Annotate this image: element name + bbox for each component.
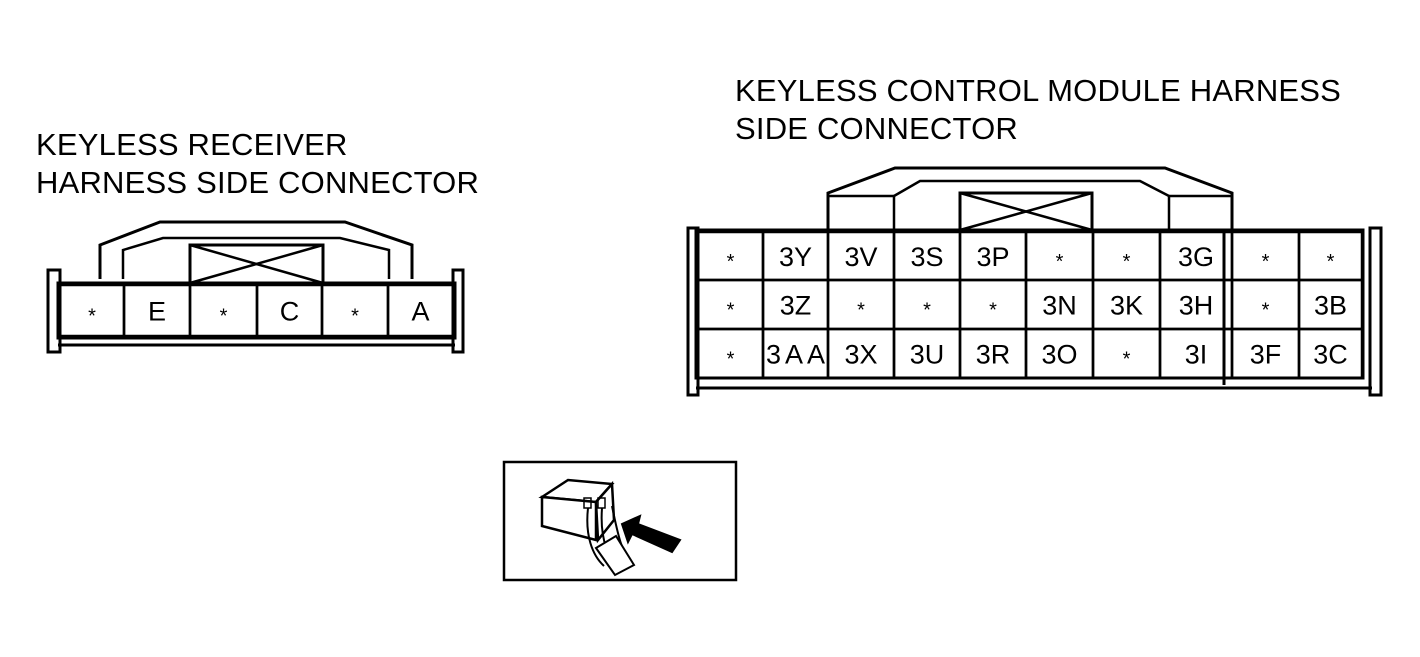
control-module-pin-r0c2-label: 3V — [844, 242, 877, 272]
control-module-pin-r2c0-label: * — [727, 349, 735, 371]
control-module-pin-r1c9-label: 3B — [1314, 291, 1347, 321]
control-module-connector: * 3Y 3V 3S 3P * * 3G * * * 3Z * * * 3N 3K 3H * 3B * 3AA 3X 3U 3R… — [686, 166, 1383, 397]
control-module-pin-r2c3-label: 3U — [910, 340, 945, 370]
control-module-pin-r0c6-label: * — [1123, 251, 1131, 273]
receiver-pin-5-cell — [386, 283, 455, 338]
control-module-pin-r0c3-label: 3S — [910, 242, 943, 272]
control-module-pin-r2c8-label: 3F — [1250, 340, 1282, 370]
control-module-pin-r1c2-label: * — [857, 300, 865, 322]
control-module-pin-r2c9-label: 3C — [1313, 340, 1348, 370]
control-module-pin-r0c1-label: 3Y — [779, 242, 812, 272]
receiver-pin-0-label: * — [88, 306, 96, 328]
control-module-pin-r1c3-label: * — [923, 300, 931, 322]
control-module-pin-r0c9-label: * — [1327, 251, 1335, 273]
control-module-pin-r1c8-label: * — [1262, 300, 1270, 322]
control-module-pin-r2c7-label: 3I — [1185, 340, 1208, 370]
receiver-connector-title: KEYLESS RECEIVER HARNESS SIDE CONNECTOR — [36, 126, 479, 202]
control-module-title-line1: KEYLESS CONTROL MODULE HARNESS — [735, 73, 1342, 108]
control-module-pin-r1c4-label: * — [989, 300, 997, 322]
receiver-pin-1-label: E — [148, 297, 166, 327]
control-module-pin-r1c1-label: 3Z — [780, 291, 812, 321]
control-module-pin-r1c7-label: 3H — [1179, 291, 1214, 321]
control-module-connector-title: KEYLESS CONTROL MODULE HARNESS SIDE CONN… — [735, 72, 1341, 148]
control-module-pin-r1c5-label: 3N — [1042, 291, 1077, 321]
receiver-pin-4-label: * — [351, 306, 359, 328]
control-module-pin-r0c5-label: * — [1056, 251, 1064, 273]
control-module-pin-r0c7-label: 3G — [1178, 242, 1214, 272]
receiver-title-line2: HARNESS SIDE CONNECTOR — [36, 165, 480, 200]
control-module-pin-r0c4-label: 3P — [976, 242, 1009, 272]
control-module-title-line2: SIDE CONNECTOR — [735, 111, 1018, 146]
receiver-connector: * E * C * A — [46, 220, 465, 354]
control-module-pin-r2c1-label: 3AA — [766, 340, 825, 370]
back-probe-connector-icon — [502, 460, 738, 582]
control-module-pin-r2c6-label: * — [1123, 349, 1131, 371]
control-module-pin-r1c0-label: * — [727, 300, 735, 322]
receiver-pin-3-label: C — [280, 297, 300, 327]
control-module-pin-r1c6-label: 3K — [1110, 291, 1143, 321]
receiver-pin-5-label: A — [411, 297, 429, 327]
receiver-title-line1: KEYLESS RECEIVER — [36, 127, 348, 162]
control-module-pin-r0c8-label: * — [1262, 251, 1270, 273]
control-module-pin-r2c5-label: 3O — [1041, 340, 1077, 370]
receiver-pin-2-label: * — [220, 306, 228, 328]
control-module-pin-r0c0-label: * — [727, 251, 735, 273]
control-module-pin-r2c4-label: 3R — [976, 340, 1011, 370]
control-module-pin-r2c2-label: 3X — [844, 340, 877, 370]
control-module-pin-r2c9-cell — [1297, 327, 1364, 380]
